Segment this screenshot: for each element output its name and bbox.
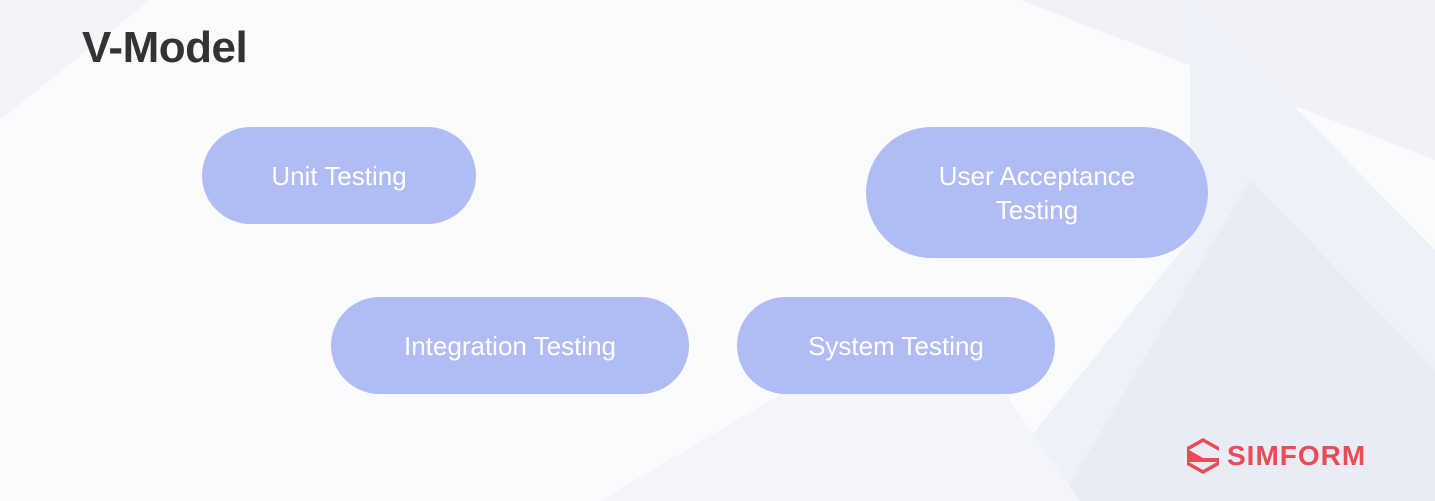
- stage-label: Integration Testing: [404, 330, 616, 361]
- stage-label: System Testing: [808, 330, 984, 361]
- stage-system-testing: System Testing: [737, 297, 1055, 394]
- stage-label: Unit Testing: [271, 160, 407, 191]
- stage-integration-testing: Integration Testing: [331, 297, 689, 394]
- stage-label: User Acceptance Testing: [938, 160, 1136, 225]
- brand-logo: SIMFORM: [1185, 436, 1366, 476]
- stage-user-acceptance-testing: User Acceptance Testing: [866, 127, 1208, 258]
- simform-logo-icon: [1187, 438, 1219, 474]
- logo-mark-shape: [1187, 438, 1219, 474]
- page-title: V-Model: [82, 23, 248, 72]
- stage-unit-testing: Unit Testing: [202, 127, 476, 224]
- brand-name: SIMFORM: [1227, 440, 1367, 471]
